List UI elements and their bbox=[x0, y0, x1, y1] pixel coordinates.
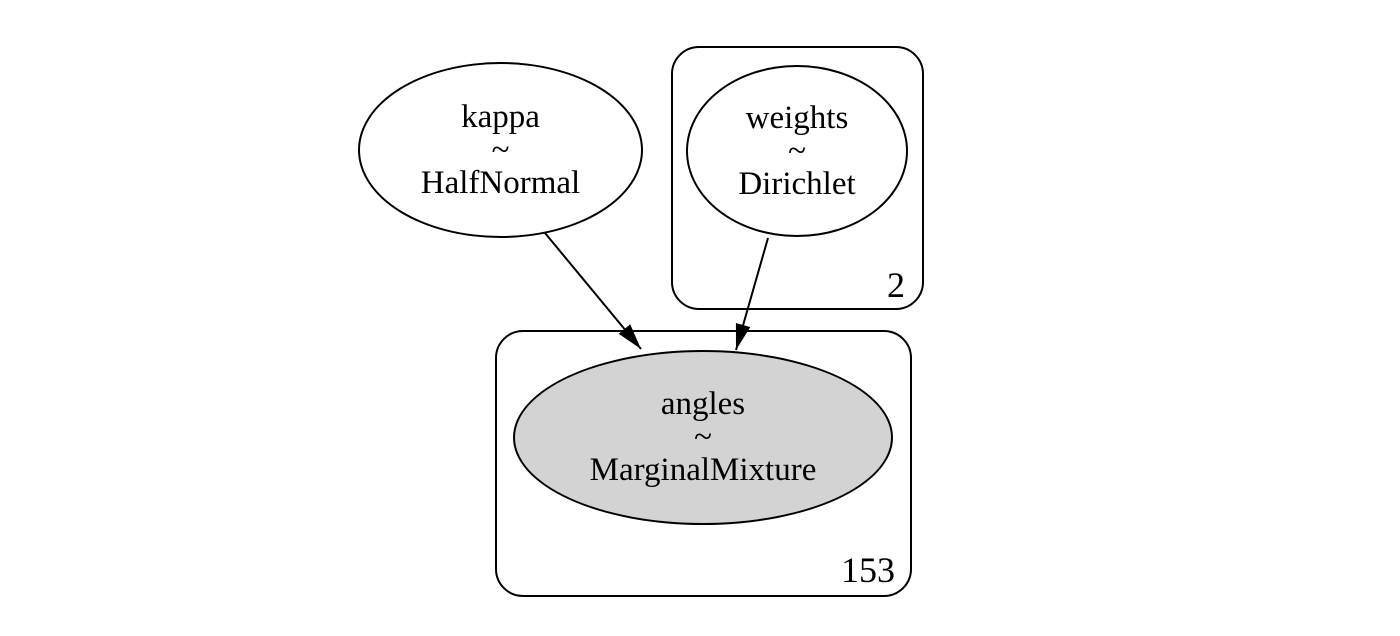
node-weights-distribution: Dirichlet bbox=[738, 165, 856, 202]
node-weights: weights ~ Dirichlet bbox=[686, 65, 908, 237]
plate-angles: 153 bbox=[495, 330, 912, 597]
node-kappa-tilde: ~ bbox=[491, 131, 510, 168]
node-angles-name: angles bbox=[660, 386, 746, 422]
plate-weights: 2 bbox=[671, 46, 924, 310]
node-kappa-name: kappa bbox=[461, 98, 540, 135]
plate-weights-count-label: 2 bbox=[887, 265, 905, 305]
node-weights-name: weights bbox=[745, 99, 849, 136]
node-angles: angles ~ MarginalMixture bbox=[513, 350, 893, 525]
node-weights-tilde: ~ bbox=[788, 132, 806, 169]
node-angles-tilde: ~ bbox=[694, 419, 712, 455]
node-kappa: kappa ~ HalfNormal bbox=[358, 62, 643, 238]
node-angles-distribution: MarginalMixture bbox=[589, 452, 817, 488]
plate-angles-count-label: 153 bbox=[841, 550, 895, 590]
node-kappa-distribution: HalfNormal bbox=[420, 164, 581, 201]
